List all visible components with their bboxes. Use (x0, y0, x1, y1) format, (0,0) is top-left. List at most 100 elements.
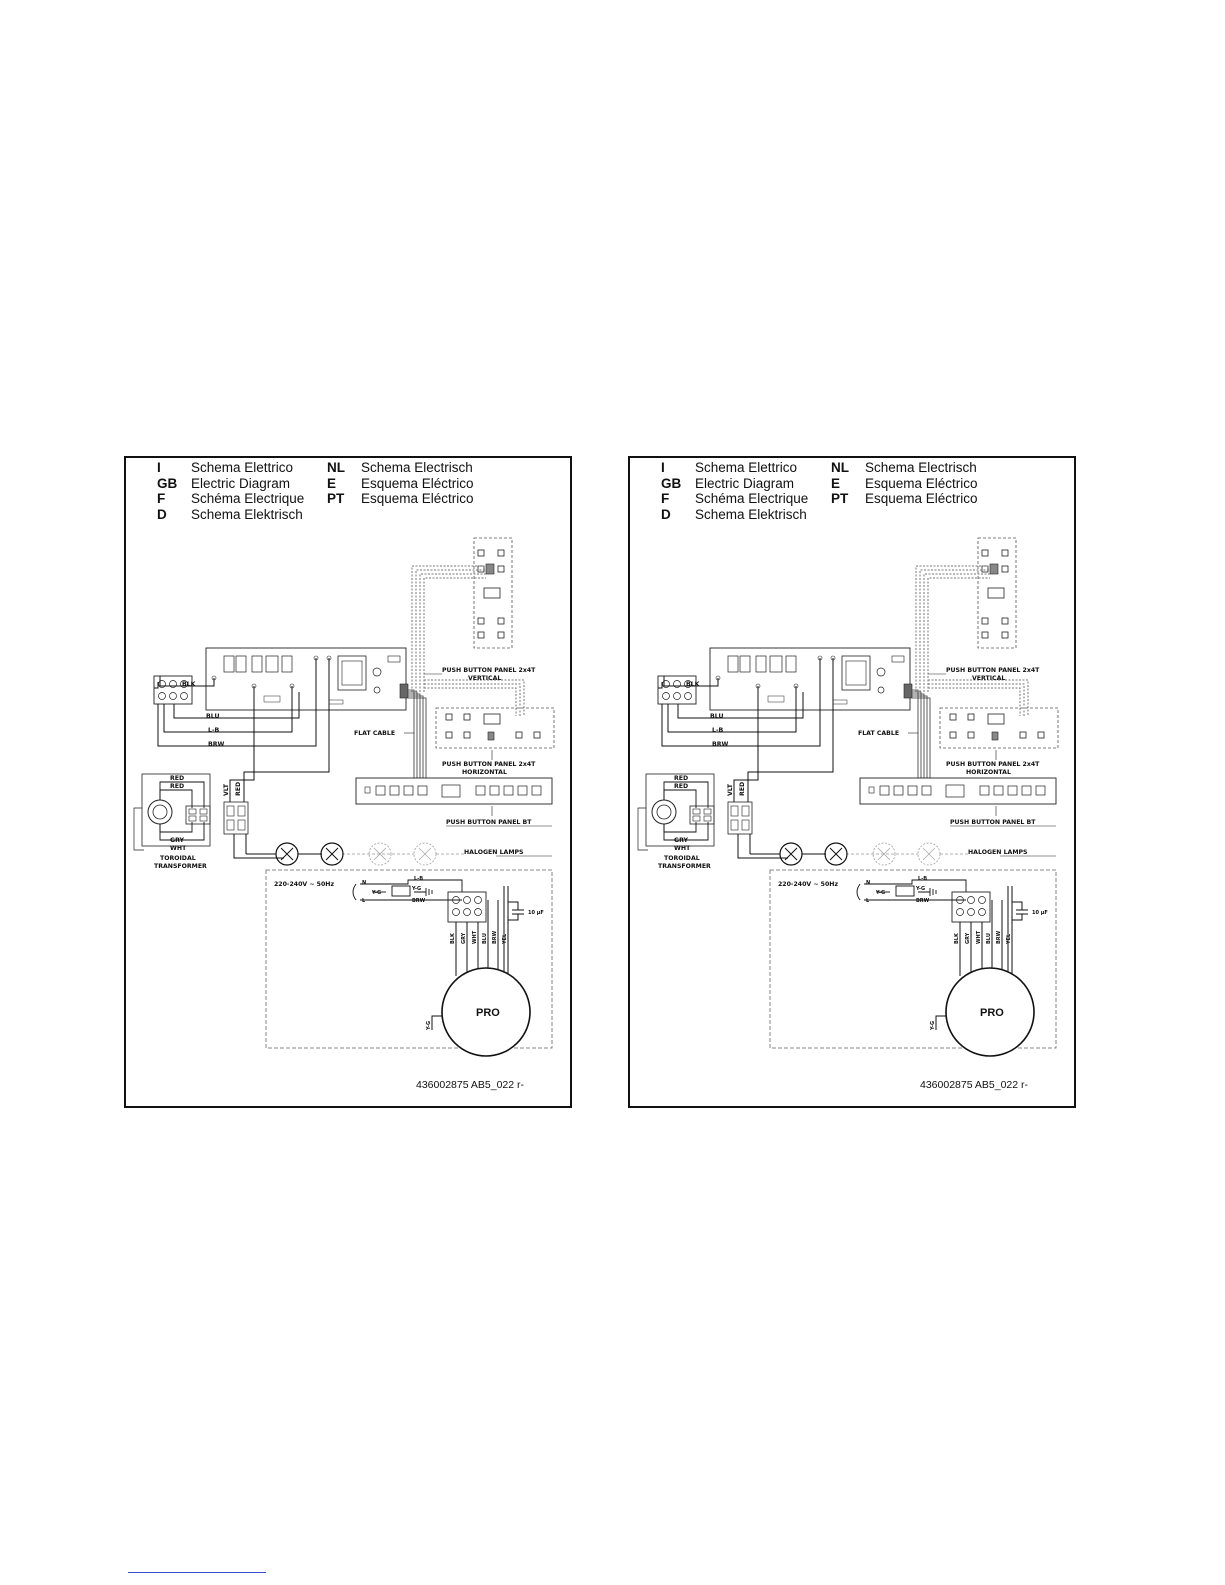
wire-label-brw: BRW (712, 741, 728, 748)
electric-diagram-left: I Schema Elettrico GB Electric Diagram F… (124, 456, 572, 1108)
wire-label-blk: BLK (182, 681, 196, 688)
toroidal-label-1: TOROIDAL (664, 855, 700, 862)
wire-label-brw-motor: BRW (412, 898, 426, 904)
panel-2x4t-horizontal-label: PUSH BUTTON PANEL 2x4T (946, 761, 1040, 768)
wire-label-lb-motor: L-B (918, 876, 927, 882)
legend-text: Schema Elettrico (191, 460, 293, 475)
mains-n-label: N (866, 880, 870, 886)
wire-label-lb: L-B (712, 727, 724, 734)
legend-text: Schema Elettrico (695, 460, 797, 475)
motor-leads (935, 900, 1003, 1030)
push-button-panel-horizontal (435, 707, 555, 749)
halogen-lamps-label: HALOGEN LAMPS (968, 849, 1027, 856)
toroidal-label-2: TRANSFORMER (658, 863, 711, 870)
wire-label-wht: WHT (170, 845, 187, 852)
panel-2x4t-horizontal-label: PUSH BUTTON PANEL 2x4T (442, 761, 536, 768)
motor-lead-blk: BLK (450, 932, 456, 944)
push-button-panel-vertical (473, 537, 513, 649)
motor-lead-gry: GRY (461, 932, 467, 944)
panel-bt-label: PUSH BUTTON PANEL BT (446, 819, 532, 826)
toroidal-label-1: TOROIDAL (160, 855, 196, 862)
legend-text: Esquema Eléctrico (865, 491, 978, 506)
wire-label-red-lamp: RED (235, 782, 242, 796)
power-supply-label: 220-240V ~ 50Hz (274, 881, 334, 888)
flat-cable-dashed-route (915, 565, 1029, 716)
push-button-panel-vertical (977, 537, 1017, 649)
power-supply-label: 220-240V ~ 50Hz (778, 881, 838, 888)
legend-text: Electric Diagram (695, 476, 794, 491)
motor-lead-yel: YEL (502, 933, 508, 945)
motor-earth-yg: Y-G (930, 1021, 936, 1031)
motor-lead-blk: BLK (954, 932, 960, 944)
wire-label-vlt: VLT (727, 783, 734, 796)
motor-lead-brw: BRW (492, 930, 498, 944)
motor-earth-yg: Y-G (426, 1021, 432, 1031)
terminal-block (657, 675, 697, 705)
legend-code: E (831, 476, 840, 491)
electric-diagram-right: I Schema Elettrico GB Electric Diagram F… (628, 456, 1076, 1108)
legend-code: E (327, 476, 336, 491)
wire-label-yg-motor: Y-G (411, 886, 421, 892)
capacitor (1007, 886, 1028, 974)
wire-label-blk: BLK (686, 681, 700, 688)
panel-2x4t-horizontal-sub: HORIZONTAL (966, 769, 1011, 776)
motor (441, 967, 531, 1057)
mains-input (352, 879, 463, 901)
legend-code: PT (831, 491, 849, 506)
panel-2x4t-horizontal-sub: HORIZONTAL (462, 769, 507, 776)
legend-code: NL (327, 460, 345, 475)
wire-label-blu: BLU (710, 713, 723, 720)
flat-cable-label: FLAT CABLE (858, 730, 899, 737)
wire-label-red-lamp: RED (739, 782, 746, 796)
motor-lead-wht: WHT (976, 930, 982, 944)
control-board (205, 647, 409, 711)
wire-label-yg-input: Y-G (875, 890, 885, 896)
motor-lead-yel: YEL (1006, 933, 1012, 945)
wire-label-blu: BLU (206, 713, 219, 720)
language-legend: I Schema Elettrico GB Electric Diagram F… (661, 460, 978, 522)
motor-lead-brw: BRW (996, 930, 1002, 944)
legend-text: Esquema Eléctrico (361, 491, 474, 506)
legend-code: NL (831, 460, 849, 475)
legend-text: Schema Electrisch (865, 460, 977, 475)
legend-code: F (157, 491, 165, 506)
motor-lead-wht: WHT (472, 930, 478, 944)
mains-n-label: N (362, 880, 366, 886)
legend-code: D (661, 507, 671, 522)
panel-2x4t-vertical-sub: VERTICAL (468, 675, 501, 682)
panel-2x4t-vertical-label: PUSH BUTTON PANEL 2x4T (946, 667, 1040, 674)
legend-text: Schema Elektrisch (695, 507, 807, 522)
flat-cable (408, 689, 427, 778)
legend-code: D (157, 507, 167, 522)
capacitor-label: 10 μF (1032, 910, 1048, 916)
capacitor (503, 886, 524, 974)
footer-link-underline[interactable] (128, 1572, 266, 1573)
legend-code: I (157, 460, 161, 475)
legend-text: Schema Electrisch (361, 460, 473, 475)
motor-lead-blu: BLU (482, 933, 488, 944)
wire-label-yg-input: Y-G (371, 890, 381, 896)
diagram-code: 436002875 AB5_022 r- (416, 1079, 525, 1091)
control-board (709, 647, 913, 711)
wire-label-gry: GRY (674, 837, 689, 844)
legend-text: Esquema Eléctrico (865, 476, 978, 491)
halogen-lamps (234, 834, 464, 866)
push-button-panel-bt (859, 777, 1057, 805)
legend-text: Schema Elektrisch (191, 507, 303, 522)
legend-code: GB (157, 476, 178, 491)
mains-l-label: L (866, 898, 870, 904)
diagram-svg: I Schema Elettrico GB Electric Diagram F… (124, 456, 572, 1108)
mains-input (856, 879, 967, 901)
motor-enclosure (769, 869, 1057, 1049)
push-button-panel-bt (355, 777, 553, 805)
wire-label-red-outer: RED (674, 775, 688, 782)
flat-cable-label: FLAT CABLE (354, 730, 395, 737)
panel-2x4t-vertical-label: PUSH BUTTON PANEL 2x4T (442, 667, 536, 674)
push-button-panel-horizontal (939, 707, 1059, 749)
terminal-block (153, 675, 193, 705)
halogen-lamps (738, 834, 968, 866)
legend-text: Schéma Electrique (191, 491, 304, 506)
wire-label-lb-motor: L-B (414, 876, 423, 882)
wire-label-yg-motor: Y-G (915, 886, 925, 892)
wire-label-wht: WHT (674, 845, 691, 852)
